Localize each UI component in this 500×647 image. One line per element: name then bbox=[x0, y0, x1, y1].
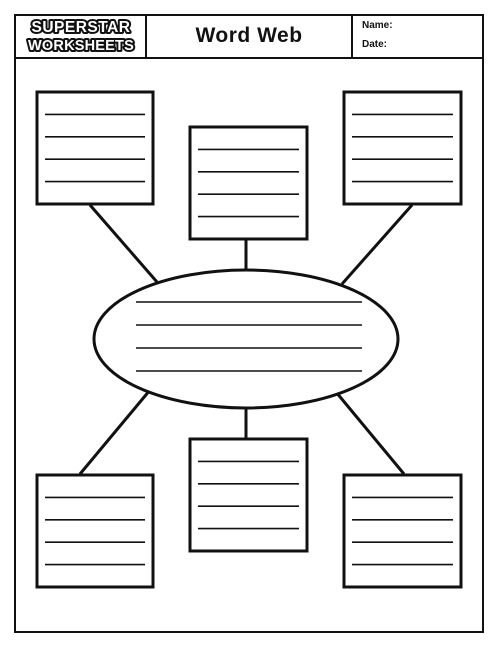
box-bottom-center[interactable] bbox=[188, 437, 309, 553]
center-ellipse[interactable] bbox=[92, 268, 400, 410]
logo-line-2: WORKSHEETS bbox=[28, 38, 134, 54]
name-date-cell: Name: Date: bbox=[353, 14, 480, 57]
worksheet-border bbox=[14, 14, 484, 633]
name-field-label[interactable]: Name: bbox=[362, 20, 393, 31]
box-top-left[interactable] bbox=[35, 90, 155, 206]
connector-top-right bbox=[340, 204, 414, 285]
logo-line-1: SUPERSTAR bbox=[32, 19, 131, 36]
superstar-worksheets-logo-icon: SUPERSTAR SUPERSTAR WORKSHEETS WORKSHEET… bbox=[26, 17, 136, 55]
box-top-center[interactable] bbox=[188, 125, 309, 241]
worksheet-title: Word Web bbox=[195, 24, 303, 47]
box-top-right[interactable] bbox=[342, 90, 463, 206]
box-bottom-right[interactable] bbox=[342, 473, 463, 589]
center-writing-lines bbox=[136, 301, 362, 372]
title-cell: Word Web bbox=[147, 14, 353, 57]
svg-text:SUPERSTAR: SUPERSTAR bbox=[32, 19, 131, 36]
connector-bottom-left bbox=[78, 389, 152, 475]
svg-text:WORKSHEETS: WORKSHEETS bbox=[28, 38, 134, 54]
box-bottom-left[interactable] bbox=[35, 473, 155, 589]
connector-bottom-right bbox=[334, 391, 406, 475]
worksheet-header: SUPERSTAR SUPERSTAR WORKSHEETS WORKSHEET… bbox=[14, 14, 484, 59]
date-field-label[interactable]: Date: bbox=[362, 39, 388, 50]
logo-cell: SUPERSTAR SUPERSTAR WORKSHEETS WORKSHEET… bbox=[14, 14, 147, 57]
connector-lines bbox=[78, 204, 414, 475]
connector-top-left bbox=[88, 204, 159, 283]
